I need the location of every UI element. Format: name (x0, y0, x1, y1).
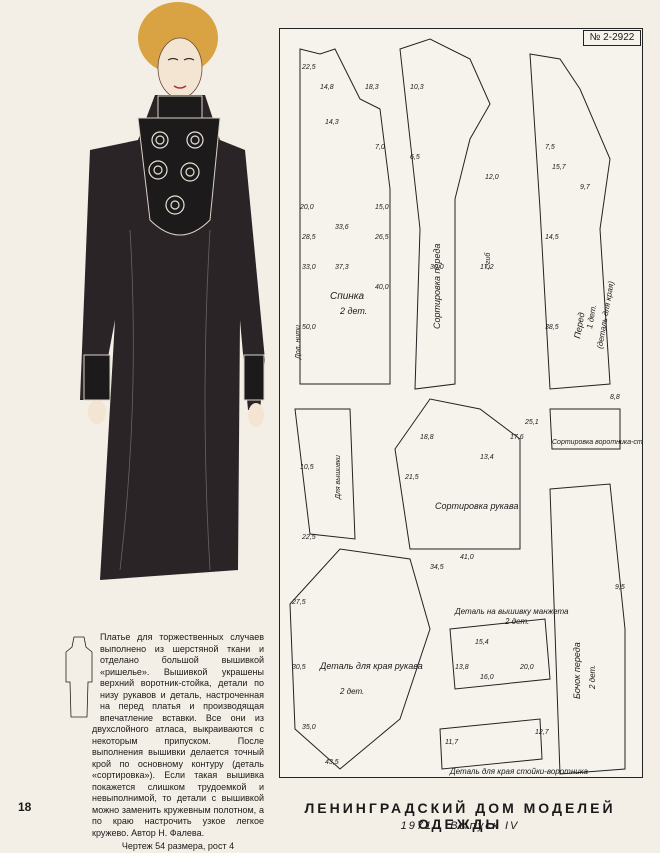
label-back-count: 2 дет. (339, 306, 367, 316)
label-embroidery: Для вышивки (335, 455, 342, 500)
measurement-label: 14,8 (320, 84, 334, 91)
footer-issue-line: 1971 Выпуск IV (270, 820, 650, 832)
measurement-label: 9,7 (580, 184, 591, 191)
measurement-label: 20,0 (299, 204, 314, 211)
label-front: Перед (572, 312, 586, 340)
measurement-label: 41,0 (460, 554, 474, 561)
measurement-label: 37,3 (335, 264, 349, 271)
measurement-label: 27,5 (291, 599, 306, 606)
measurement-label: 17,2 (480, 264, 494, 271)
measurement-label: 18,3 (365, 84, 379, 91)
measurement-label: 14,3 (325, 119, 339, 126)
measurement-label: 16,0 (480, 674, 494, 681)
label-side-front-count: 2 дет. (588, 665, 597, 690)
measurement-label: 13,4 (480, 454, 494, 461)
label-front-count: 1 дет. (585, 304, 598, 329)
measurement-label: 8,8 (610, 394, 620, 401)
left-cuff (83, 354, 111, 401)
pattern-number: № 2-2922 (583, 30, 641, 46)
label-front-fold: (деталь для края) (595, 280, 616, 349)
measurement-label: 28,5 (301, 234, 316, 241)
measurement-label: 33,6 (335, 224, 349, 231)
footer-issue: Выпуск IV (450, 820, 520, 832)
label-sleeve-edge-count: 2 дет. (339, 687, 364, 696)
measurement-label: 20,0 (519, 664, 534, 671)
measurement-label: 10,3 (410, 84, 424, 91)
page-number: 18 (18, 800, 32, 814)
dress-thumbnail (65, 636, 93, 718)
measurement-label: 50,0 (302, 324, 316, 331)
label-collar-sort: Сортировка воротника-стойки (552, 438, 642, 446)
measurement-label: 7,0 (375, 144, 385, 151)
label-cuff-count: 2 дет. (504, 617, 529, 626)
dress (80, 95, 265, 580)
collar-strip (294, 408, 356, 540)
measurement-label: 22,5 (301, 534, 316, 541)
footer-title: ЛЕНИНГРАДСКИЙ ДОМ МОДЕЛЕЙ ОДЕЖДЫ (304, 800, 616, 832)
fashion-illustration (80, 2, 265, 580)
measurement-label: 9,5 (615, 584, 625, 591)
measurement-label: 15,4 (475, 639, 489, 646)
drawing-note: Чертеж 54 размера, рост 4 (121, 841, 235, 851)
measurement-label: 34,5 (430, 564, 444, 571)
sleeve-sort-piece (394, 398, 521, 550)
measurement-label: 26,5 (374, 234, 389, 241)
measurement-label: 25,1 (524, 419, 539, 426)
label-fold: Сгиб (484, 252, 492, 269)
measurement-label: 33,0 (302, 264, 316, 271)
measurement-label: 30,0 (430, 264, 444, 271)
label-front-sort: Сортировка переда (432, 244, 442, 329)
label-back: Спинка (330, 291, 365, 302)
label-sleeve-sort: Сортировка рукава (435, 501, 518, 511)
embroidered-bib (137, 117, 221, 236)
measurement-label: 21,5 (404, 474, 419, 481)
author: Автор Н. Фалева. (131, 827, 205, 838)
footer-year: 1971 (400, 820, 434, 832)
face (157, 37, 203, 99)
label-sleeve-edge: Деталь для края рукава (319, 661, 423, 671)
measurement-label: 6,5 (410, 154, 420, 161)
measurement-label: 18,8 (420, 434, 434, 441)
label-side-front: Бочок переда (572, 642, 582, 699)
right-cuff (243, 354, 265, 401)
front-piece (529, 53, 611, 390)
measurement-label: 12,0 (485, 174, 499, 181)
collar-sort-piece (549, 408, 621, 450)
collar-edge-piece (439, 718, 543, 770)
measurement-label: 14,5 (545, 234, 559, 241)
front-sort-piece (399, 38, 491, 390)
measurement-label: 15,7 (552, 164, 567, 171)
pattern-drawing: Спинка 2 дет. Сортировка переда Перед 1 … (289, 38, 658, 776)
description-text: Платье для торжественных случаев выполне… (92, 632, 264, 838)
measurement-label: 17,6 (510, 434, 524, 441)
side-front-piece (549, 483, 626, 775)
measurement-label: 38,5 (545, 324, 559, 331)
measurement-label: 11,7 (445, 739, 459, 746)
measurement-label: 35,0 (302, 724, 316, 731)
label-collar-edge: Деталь для края стойки-воротника (449, 767, 588, 776)
measurement-label: 13,8 (455, 664, 469, 671)
label-grain: Дол. нити (295, 325, 302, 360)
measurement-label: 40,0 (375, 284, 389, 291)
sleeve-edge-piece (289, 548, 431, 770)
measurement-label: 43,5 (325, 759, 339, 766)
back-piece (299, 48, 391, 385)
measurement-label: 30,5 (292, 664, 306, 671)
measurement-label: 12,7 (535, 729, 550, 736)
measurement-label: 7,5 (545, 144, 555, 151)
pattern-sheet: Спинка 2 дет. Сортировка переда Перед 1 … (279, 28, 658, 778)
cuff-piece (449, 618, 551, 690)
measurement-label: 22,5 (301, 64, 316, 71)
label-cuff: Деталь на вышивку манжета (454, 607, 569, 616)
measurement-label: 15,0 (375, 204, 389, 211)
description-block: Платье для торжественных случаев выполне… (65, 632, 264, 853)
measurement-label: 10,5 (300, 464, 314, 471)
